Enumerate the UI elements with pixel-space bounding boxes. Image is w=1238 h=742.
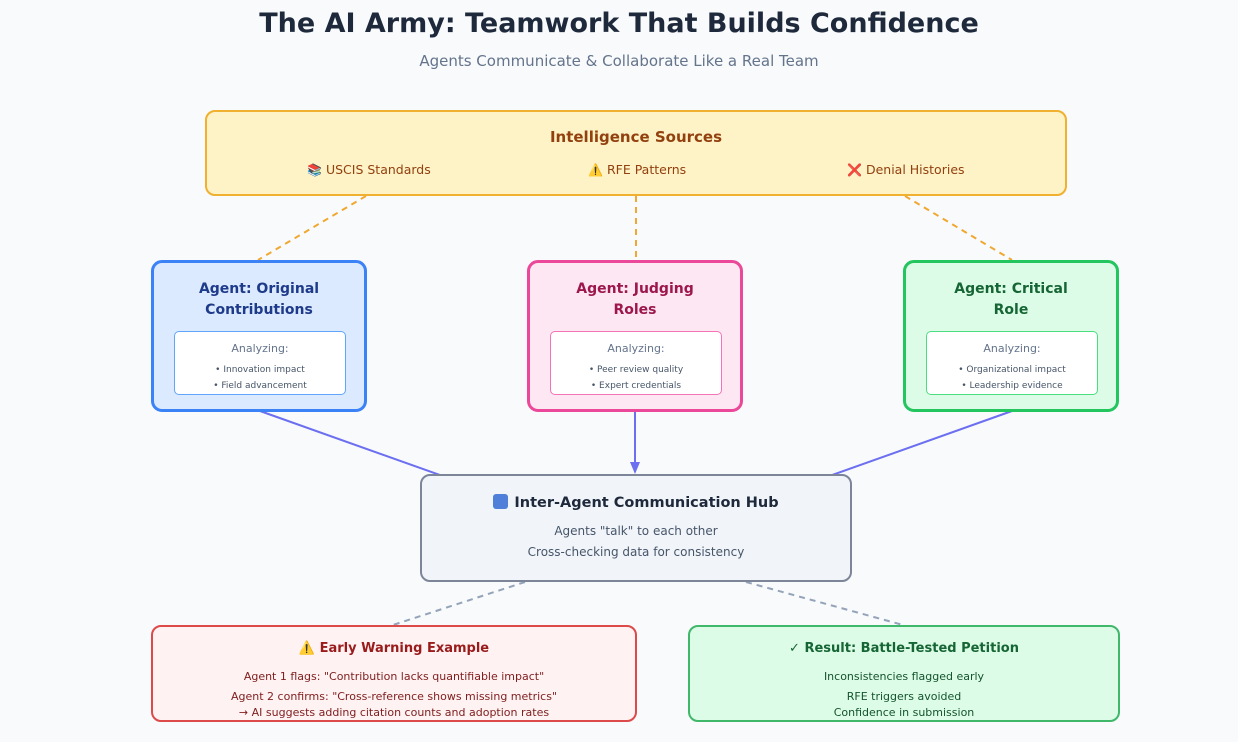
agent-title-line1: Agent: Critical — [954, 281, 1068, 297]
sources-title: Intelligence Sources — [549, 128, 723, 146]
cross-icon: ❌ — [847, 163, 862, 177]
early-warning-box: ⚠️ Early Warning Example Agent 1 flags: … — [151, 625, 637, 722]
source-label: USCIS Standards — [325, 162, 431, 177]
analyzing-panel: Analyzing: • Organizational impact • Lea… — [926, 331, 1098, 395]
agent-title-line1: Agent: Judging — [576, 281, 694, 297]
page-title: The AI Army: Teamwork That Builds Confid… — [259, 8, 979, 39]
agent-title: Agent: Judging Roles — [540, 279, 730, 321]
analyzing-item: • Peer review quality — [588, 365, 684, 375]
hub-line: Agents "talk" to each other — [554, 524, 718, 538]
agent-original-contributions: Agent: Original Contributions Analyzing:… — [151, 260, 367, 412]
analyzing-item: • Organizational impact — [958, 365, 1066, 375]
intelligence-sources-box: Intelligence Sources 📚USCIS Standards ⚠️… — [205, 110, 1067, 196]
books-icon: 📚 — [307, 163, 322, 177]
analyzing-item: • Expert credentials — [590, 381, 682, 391]
communication-hub-box: Inter-Agent Communication Hub Agents "ta… — [420, 474, 852, 582]
analyzing-panel: Analyzing: • Peer review quality • Exper… — [550, 331, 722, 395]
source-label: Denial Histories — [865, 162, 965, 177]
warning-title: ⚠️ Early Warning Example — [298, 641, 490, 656]
hub-title: Inter-Agent Communication Hub — [422, 494, 850, 511]
result-box: ✓ Result: Battle-Tested Petition Inconsi… — [688, 625, 1120, 722]
agent-title-line2: Role — [993, 302, 1029, 318]
hub-line: Cross-checking data for consistency — [527, 545, 745, 559]
analyzing-label: Analyzing: — [983, 342, 1041, 355]
agent-title-line1: Agent: Original — [198, 281, 320, 297]
source-connector-right — [904, 195, 1013, 261]
warning-line: Agent 2 confirms: "Cross-reference shows… — [230, 690, 558, 703]
page-subtitle: Agents Communicate & Collaborate Like a … — [419, 52, 819, 70]
analyzing-label: Analyzing: — [607, 342, 665, 355]
analyzing-label: Analyzing: — [231, 342, 289, 355]
source-connector-left — [257, 195, 367, 261]
warning-icon: ⚠️ — [588, 163, 603, 177]
result-line: RFE triggers avoided — [846, 690, 962, 703]
source-item-uscis: 📚USCIS Standards — [307, 162, 431, 177]
source-label: RFE Patterns — [606, 162, 687, 177]
agent-critical-role: Agent: Critical Role Analyzing: • Organi… — [903, 260, 1119, 412]
outcome-connector-right — [745, 581, 904, 626]
source-item-denial: ❌Denial Histories — [847, 162, 965, 177]
source-item-rfe: ⚠️RFE Patterns — [588, 162, 686, 177]
hub-title-text: Inter-Agent Communication Hub — [514, 495, 779, 511]
analyzing-panel: Analyzing: • Innovation impact • Field a… — [174, 331, 346, 395]
analyzing-item: • Leadership evidence — [961, 381, 1063, 391]
agent-title: Agent: Original Contributions — [164, 279, 354, 321]
warning-line: → AI suggests adding citation counts and… — [238, 706, 550, 719]
outcome-connector-left — [392, 581, 526, 626]
result-title: ✓ Result: Battle-Tested Petition — [789, 641, 1019, 656]
agent-judging-roles: Agent: Judging Roles Analyzing: • Peer r… — [527, 260, 743, 412]
agent-title-line2: Contributions — [205, 302, 313, 318]
hub-icon — [493, 494, 509, 509]
result-line: Inconsistencies flagged early — [823, 670, 985, 683]
analyzing-item: • Innovation impact — [215, 365, 305, 375]
analyzing-item: • Field advancement — [213, 381, 307, 391]
result-line: Confidence in submission — [833, 706, 975, 719]
agent-title-line2: Roles — [613, 302, 657, 318]
agent-title: Agent: Critical Role — [916, 279, 1106, 321]
warning-line: Agent 1 flags: "Contribution lacks quant… — [243, 670, 545, 683]
